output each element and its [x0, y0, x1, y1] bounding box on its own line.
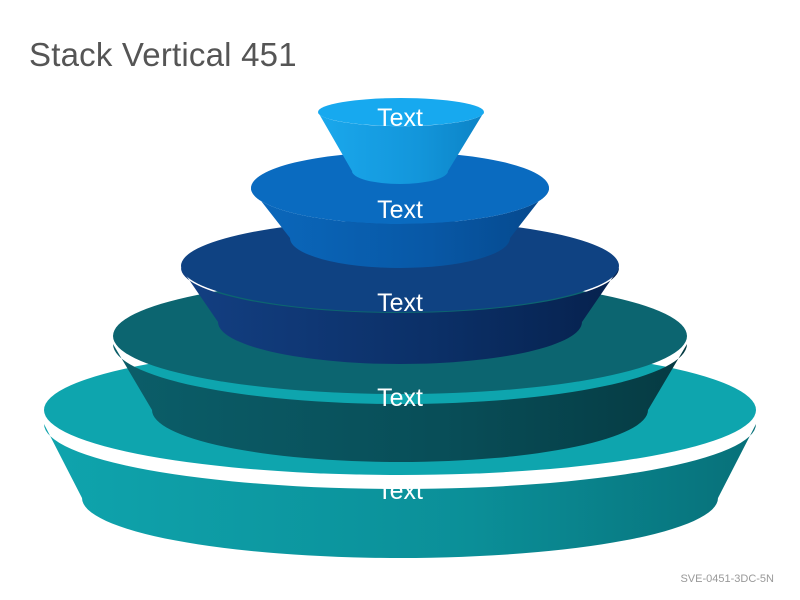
page-title: Stack Vertical 451	[29, 36, 297, 73]
tier-1-top	[318, 98, 484, 126]
tier-2-top	[251, 152, 549, 224]
tier-5-label: Text	[377, 477, 423, 505]
footer-code: SVE-0451-3DC-5N	[680, 573, 774, 585]
tier-2: Text	[251, 152, 549, 268]
tier-3-label: Text	[377, 289, 423, 317]
tier-1-side	[318, 112, 484, 184]
tier-4-side	[113, 344, 687, 462]
tier-1: Text	[318, 98, 484, 184]
tier-2-side	[251, 188, 549, 268]
tier-4-label: Text	[377, 384, 423, 412]
tier-1-label: Text	[377, 104, 423, 132]
tier-2-label: Text	[377, 196, 423, 224]
tier-3-side	[181, 268, 619, 364]
tier-5-side	[44, 424, 756, 558]
